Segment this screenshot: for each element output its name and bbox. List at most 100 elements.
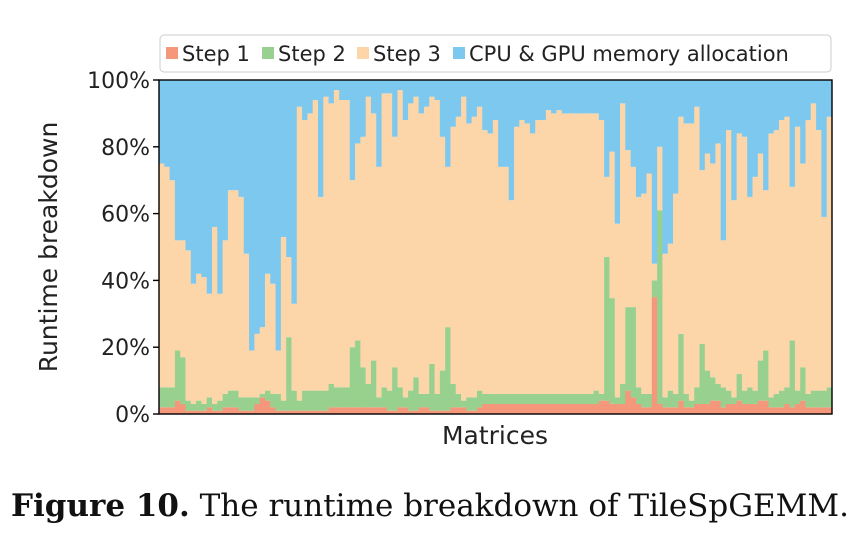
bar-segment-matrix-126-series-1 xyxy=(821,407,828,414)
bar-segment-matrix-55-series-2 xyxy=(445,327,451,411)
bar-segment-matrix-94-series-2 xyxy=(651,280,658,298)
bar-segment-matrix-3-series-1 xyxy=(169,407,176,414)
bar-segment-matrix-60-series-4 xyxy=(471,80,478,117)
bar-segment-matrix-89-series-4 xyxy=(625,80,632,151)
bar-segment-matrix-34-series-4 xyxy=(333,80,340,91)
bar-segment-matrix-74-series-4 xyxy=(545,80,552,111)
bar-segment-matrix-81-series-3 xyxy=(582,113,589,394)
bar-segment-matrix-46-series-3 xyxy=(397,90,404,388)
bar-segment-matrix-91-series-3 xyxy=(635,196,642,388)
figure-caption: Figure 10. The runtime breakdown of Tile… xyxy=(0,488,860,524)
bar-segment-matrix-5-series-3 xyxy=(180,240,186,358)
bar-segment-matrix-98-series-1 xyxy=(673,407,679,414)
bar-segment-matrix-18-series-1 xyxy=(249,410,255,414)
bar-segment-matrix-90-series-4 xyxy=(630,80,637,167)
bar-segment-matrix-42-series-3 xyxy=(376,166,382,398)
bar-segment-matrix-33-series-1 xyxy=(328,407,335,414)
y-tick-label-1: 20% xyxy=(101,336,150,361)
bar-segment-matrix-85-series-1 xyxy=(604,400,610,414)
bar-segment-matrix-39-series-4 xyxy=(360,80,367,137)
bar-segment-matrix-48-series-3 xyxy=(408,103,414,391)
bar-segment-matrix-62-series-1 xyxy=(482,403,488,414)
bar-segment-matrix-36-series-4 xyxy=(344,80,351,101)
bar-segment-matrix-121-series-3 xyxy=(794,126,801,391)
bar-segment-matrix-84-series-3 xyxy=(598,120,605,394)
bar-segment-matrix-82-series-2 xyxy=(588,393,594,404)
bar-segment-matrix-92-series-2 xyxy=(641,393,647,408)
bar-segment-matrix-4-series-2 xyxy=(174,350,181,401)
bar-segment-matrix-53-series-1 xyxy=(434,410,441,414)
legend-label-memory-allocation: CPU & GPU memory allocation xyxy=(469,42,789,66)
bar-segment-matrix-50-series-2 xyxy=(418,393,425,408)
bar-segment-matrix-123-series-1 xyxy=(805,407,812,414)
bar-segment-matrix-83-series-4 xyxy=(593,80,600,114)
bar-segment-matrix-94-series-1 xyxy=(651,297,658,414)
bar-segment-matrix-104-series-1 xyxy=(704,403,711,414)
bar-segment-matrix-53-series-4 xyxy=(434,80,441,101)
bar-segment-matrix-7-series-1 xyxy=(190,410,197,414)
y-tick-label-0: 0% xyxy=(115,403,150,428)
bar-segment-matrix-80-series-4 xyxy=(577,80,584,114)
bar-segment-matrix-111-series-3 xyxy=(741,136,748,391)
bar-segment-matrix-87-series-3 xyxy=(614,223,621,398)
bar-segment-matrix-11-series-1 xyxy=(211,410,218,414)
bar-segment-matrix-96-series-1 xyxy=(662,407,669,414)
bar-segment-matrix-49-series-1 xyxy=(413,410,420,414)
bar-segment-matrix-95-series-3 xyxy=(657,146,663,211)
bar-segment-matrix-44-series-1 xyxy=(386,410,393,414)
bar-segment-matrix-10-series-1 xyxy=(206,407,213,414)
bar-segment-matrix-26-series-1 xyxy=(291,410,298,414)
bar-segment-matrix-127-series-3 xyxy=(826,116,833,388)
bar-segment-matrix-60-series-3 xyxy=(471,116,478,398)
bar-segment-matrix-40-series-1 xyxy=(365,407,372,414)
bar-segment-matrix-88-series-1 xyxy=(620,403,626,414)
bar-segment-matrix-96-series-4 xyxy=(662,80,669,254)
bar-segment-matrix-19-series-2 xyxy=(254,397,261,404)
bars-group xyxy=(159,80,833,414)
bar-segment-matrix-111-series-4 xyxy=(741,80,748,137)
bar-segment-matrix-46-series-2 xyxy=(397,387,404,408)
bar-segment-matrix-34-series-1 xyxy=(333,407,340,414)
bar-segment-matrix-7-series-3 xyxy=(190,283,197,404)
bar-segment-matrix-122-series-2 xyxy=(800,367,806,401)
bar-segment-matrix-54-series-2 xyxy=(439,370,446,411)
bar-segment-matrix-26-series-2 xyxy=(291,390,298,411)
bar-segment-matrix-33-series-4 xyxy=(328,80,335,104)
bar-segment-matrix-47-series-1 xyxy=(402,407,409,414)
bar-segment-matrix-82-series-1 xyxy=(588,403,594,414)
bar-segment-matrix-93-series-3 xyxy=(646,173,653,394)
bar-segment-matrix-67-series-1 xyxy=(508,403,515,414)
bar-segment-matrix-106-series-2 xyxy=(715,383,722,401)
bar-segment-matrix-32-series-3 xyxy=(323,96,329,391)
bar-segment-matrix-66-series-1 xyxy=(503,403,510,414)
bar-segment-matrix-36-series-2 xyxy=(344,387,351,408)
bar-segment-matrix-108-series-4 xyxy=(726,80,732,131)
bar-segment-matrix-57-series-1 xyxy=(455,407,462,414)
bar-segment-matrix-65-series-1 xyxy=(498,403,504,414)
bar-segment-matrix-115-series-4 xyxy=(763,80,769,191)
bar-segment-matrix-112-series-1 xyxy=(747,403,753,414)
bar-segment-matrix-95-series-4 xyxy=(657,80,663,147)
bar-segment-matrix-77-series-4 xyxy=(561,80,568,114)
bar-segment-matrix-29-series-4 xyxy=(307,80,314,114)
bar-segment-matrix-3-series-4 xyxy=(169,80,176,181)
bar-segment-matrix-85-series-2 xyxy=(604,257,610,401)
bar-segment-matrix-59-series-3 xyxy=(466,123,473,398)
bar-segment-matrix-77-series-1 xyxy=(561,403,568,414)
bar-segment-matrix-102-series-2 xyxy=(694,387,700,404)
bar-segment-matrix-114-series-2 xyxy=(757,360,764,401)
bar-segment-matrix-74-series-3 xyxy=(545,110,552,394)
bar-segment-matrix-41-series-3 xyxy=(370,113,377,361)
bar-segment-matrix-21-series-4 xyxy=(264,80,271,274)
bar-segment-matrix-97-series-1 xyxy=(667,407,674,414)
bar-segment-matrix-67-series-2 xyxy=(508,393,515,404)
bar-segment-matrix-25-series-1 xyxy=(286,410,292,414)
bar-segment-matrix-93-series-4 xyxy=(646,80,653,174)
bar-segment-matrix-43-series-2 xyxy=(381,387,388,408)
bar-segment-matrix-65-series-3 xyxy=(498,166,504,394)
bar-segment-matrix-63-series-2 xyxy=(487,393,494,404)
bar-segment-matrix-56-series-3 xyxy=(450,126,457,384)
bar-segment-matrix-95-series-1 xyxy=(657,403,663,414)
bar-segment-matrix-65-series-4 xyxy=(498,80,504,167)
bar-segment-matrix-111-series-2 xyxy=(741,390,748,404)
